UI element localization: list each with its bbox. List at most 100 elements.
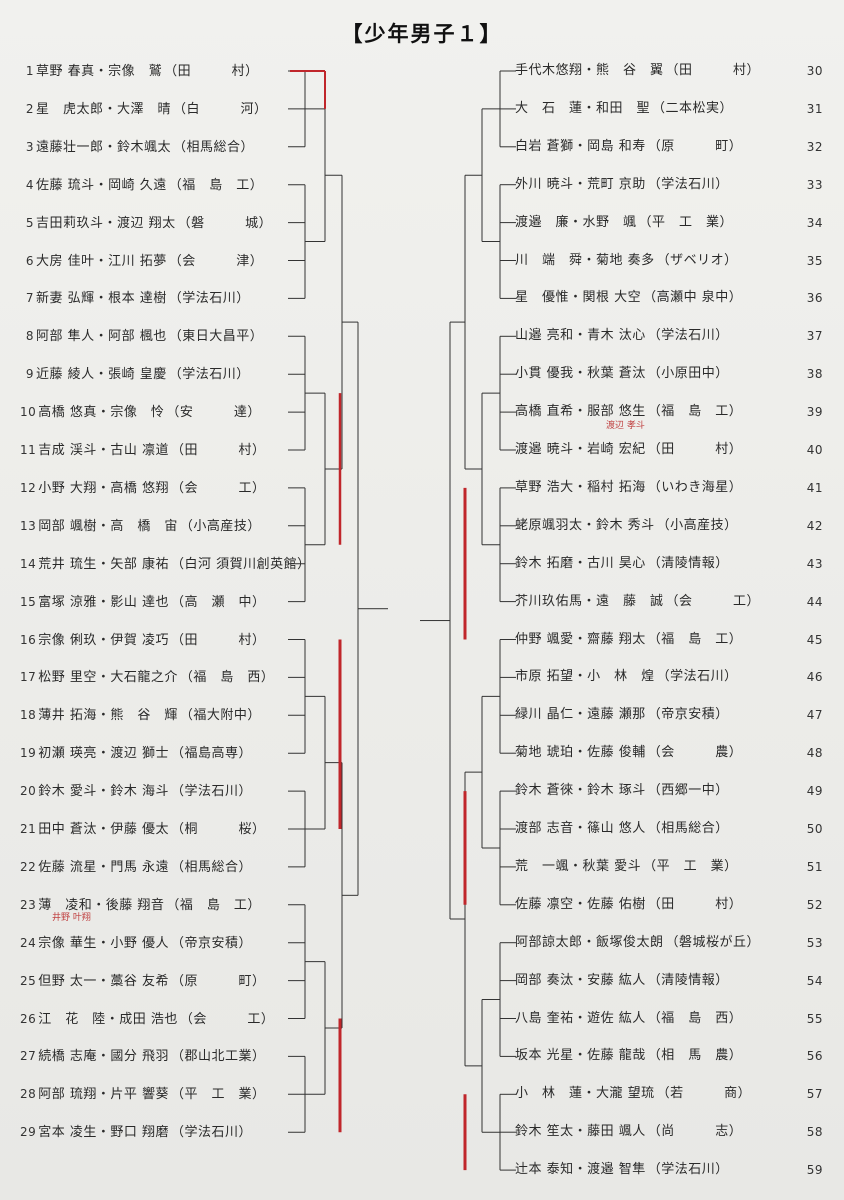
entry-number: 11 bbox=[20, 443, 37, 457]
entry-number: 6 bbox=[25, 253, 34, 268]
entry-number: 15 bbox=[20, 594, 37, 609]
entry-names: 芥川玖佑馬・遠 藤 誠 bbox=[515, 593, 664, 609]
entry-names: 鈴木 笙太・藤田 颯人 bbox=[515, 1124, 646, 1140]
entry-names: 初瀬 瑛亮・渡辺 獅士 bbox=[38, 746, 170, 762]
entry-names: 渡邉 廉・水野 颯 bbox=[515, 214, 637, 230]
entry-team: （平 工 業） bbox=[638, 214, 734, 230]
entry-team: （清陵情報） bbox=[647, 972, 729, 988]
entry-names: 川 端 舜・菊地 奏多 bbox=[515, 252, 655, 268]
right-entry: 渡邉 廉・水野 颯（平 工 業）34 bbox=[515, 213, 835, 233]
entry-team: （福大附中） bbox=[179, 708, 261, 724]
entry-team: （清陵情報） bbox=[647, 555, 729, 571]
entry-names: 八島 奎祐・遊佐 紘人 bbox=[515, 1010, 646, 1026]
entry-names: 田中 蒼汰・伊藤 優太 bbox=[38, 822, 170, 837]
entry-number: 55 bbox=[806, 1011, 823, 1026]
entry-team: （田 村） bbox=[665, 63, 761, 78]
entry-team: （学法石川） bbox=[171, 784, 253, 800]
entry-team: （尚 志） bbox=[647, 1124, 743, 1140]
entry-names: 星 優惟・関根 大空 bbox=[515, 290, 642, 306]
entry-names: 荒 一颯・秋葉 愛斗 bbox=[515, 858, 642, 874]
entry-number: 56 bbox=[806, 1049, 823, 1064]
entry-team: （福 島 西） bbox=[179, 670, 275, 686]
entry-number: 33 bbox=[806, 177, 823, 192]
entry-team: （学法石川） bbox=[171, 1125, 253, 1141]
entry-number: 44 bbox=[806, 594, 823, 609]
entry-team: （磐城桜が丘） bbox=[665, 934, 761, 950]
entry-team: （学法石川） bbox=[647, 328, 729, 344]
right-entry: 鈴木 蒼徠・鈴木 琢斗（西郷一中）49 bbox=[515, 781, 835, 801]
entry-team: （原 町） bbox=[647, 138, 743, 154]
entry-number: 22 bbox=[20, 859, 37, 874]
entry-team: （福 島 西） bbox=[647, 1010, 743, 1026]
entry-team: （学法石川） bbox=[647, 1162, 729, 1178]
entry-number: 18 bbox=[20, 708, 37, 723]
entry-number: 59 bbox=[806, 1163, 823, 1178]
entry-team: （安 達） bbox=[166, 405, 261, 421]
entry-team: （相馬総合） bbox=[647, 821, 729, 836]
entry-names: 続橋 志庵・國分 飛羽 bbox=[38, 1049, 170, 1065]
right-entry: 大 石 蓮・和田 聖（二本松実）31 bbox=[515, 99, 835, 119]
entry-team: （会 農） bbox=[647, 745, 743, 761]
entry-names: 宗像 俐玖・伊賀 凌巧 bbox=[38, 632, 170, 648]
right-entry: 坂本 光星・佐藤 龍哉（相 馬 農）56 bbox=[515, 1046, 835, 1066]
right-entry: 手代木悠翔・熊 谷 翼（田 村）30 bbox=[515, 61, 835, 81]
entry-team: （帝京安積） bbox=[171, 935, 253, 951]
right-entry: 緑川 晶仁・遠藤 瀬那（帝京安積）47 bbox=[515, 705, 835, 725]
right-entry: 佐藤 凛空・佐藤 佑樹（田 村）52 bbox=[515, 895, 835, 915]
entry-names: 緑川 晶仁・遠藤 瀬那 bbox=[515, 707, 646, 723]
entry-names: 吉田莉玖斗・渡辺 翔太 bbox=[36, 215, 176, 231]
entry-names: 吉成 渓斗・古山 凛道 bbox=[38, 443, 170, 458]
entry-names: 仲野 颯愛・齋藤 翔太 bbox=[515, 631, 646, 647]
entry-names: 鈴木 拓磨・古川 昊心 bbox=[515, 555, 646, 571]
entry-number: 50 bbox=[806, 822, 823, 836]
entry-names: 阿部 隼人・阿部 楓也 bbox=[36, 329, 167, 345]
entry-team: （田 村） bbox=[647, 442, 743, 457]
entry-names: 山邉 亮和・青木 汰心 bbox=[515, 328, 646, 344]
right-entry: 仲野 颯愛・齋藤 翔太（福 島 工）45 bbox=[515, 630, 835, 650]
right-entry: 荒 一颯・秋葉 愛斗（平 工 業）51 bbox=[515, 857, 835, 877]
entry-team: （会 工） bbox=[171, 480, 266, 496]
entry-names: 小野 大翔・高橋 悠翔 bbox=[38, 480, 170, 496]
entry-number: 32 bbox=[806, 139, 823, 154]
entry-number: 5 bbox=[25, 215, 34, 230]
entry-names: 佐藤 凛空・佐藤 佑樹 bbox=[515, 896, 646, 912]
entry-names: 大房 佳叶・江川 拓夢 bbox=[36, 253, 167, 269]
entry-number: 38 bbox=[806, 367, 823, 382]
entry-names: 佐藤 流星・門馬 永遠 bbox=[38, 859, 170, 875]
entry-number: 43 bbox=[806, 556, 823, 571]
entry-names: 薄井 拓海・熊 谷 輝 bbox=[38, 708, 178, 724]
entry-names: 手代木悠翔・熊 谷 翼 bbox=[515, 63, 664, 78]
entry-names: 菊地 琥珀・佐藤 俊輔 bbox=[515, 745, 646, 761]
entry-team: （小高産技） bbox=[656, 517, 738, 533]
entry-number: 2 bbox=[25, 101, 34, 116]
entry-number: 3 bbox=[25, 139, 34, 154]
right-entry: 渡邉 暁斗・岩崎 宏紀（田 村）40 bbox=[515, 440, 835, 460]
entry-team: （福 島 工） bbox=[647, 404, 743, 420]
entry-number: 54 bbox=[806, 973, 823, 988]
entry-number: 19 bbox=[20, 746, 37, 761]
entry-team: （白河 須賀川創英館） bbox=[171, 556, 311, 572]
entry-team: （小高産技） bbox=[179, 518, 261, 534]
entry-number: 53 bbox=[806, 935, 823, 950]
entry-number: 49 bbox=[806, 784, 823, 799]
entry-number: 27 bbox=[20, 1049, 37, 1064]
entry-team: （東日大昌平） bbox=[168, 329, 264, 345]
entry-number: 39 bbox=[806, 405, 823, 420]
entry-team: （福 島 工） bbox=[166, 897, 261, 913]
entry-team: （平 工 業） bbox=[171, 1087, 266, 1103]
entry-names: 岡部 颯樹・高 橋 宙 bbox=[38, 518, 178, 534]
